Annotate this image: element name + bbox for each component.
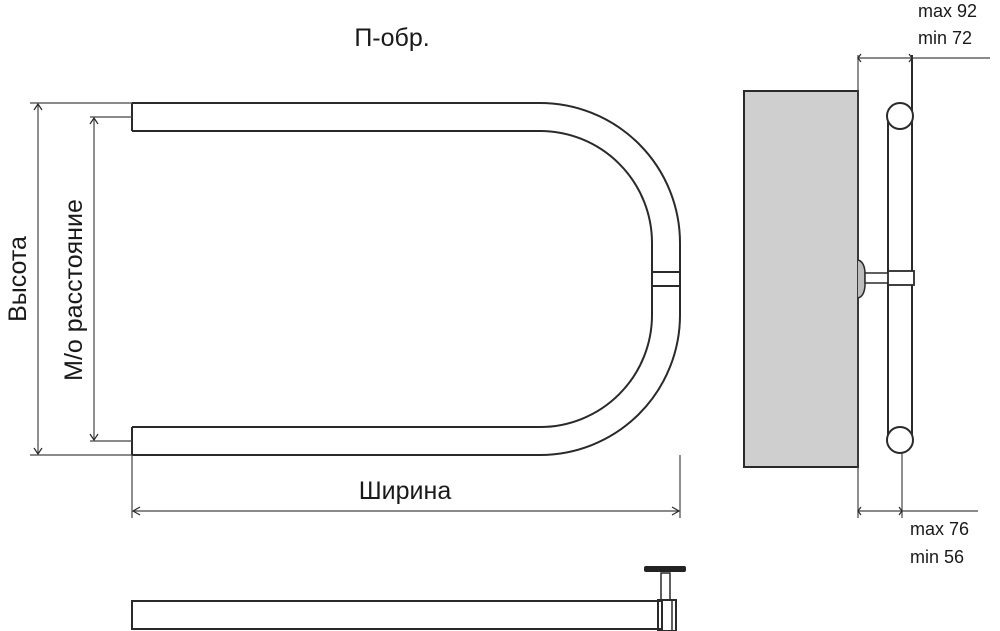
drawing-title: П-обр. <box>354 24 429 52</box>
side-top-min-label: min 72 <box>918 28 972 48</box>
height-label: Высота <box>4 236 32 322</box>
bottom-view-tube <box>131 600 663 630</box>
bottom-view <box>131 566 686 631</box>
side-bottom-tube-circle <box>886 426 914 454</box>
width-dimension <box>131 455 681 518</box>
width-label: Ширина <box>359 477 452 505</box>
bottom-view-stem <box>660 572 671 601</box>
center-distance-label: М/о расстояние <box>60 199 88 381</box>
tube-coupling <box>651 271 681 287</box>
side-bottom-max-label: max 76 <box>910 519 969 539</box>
side-top-max-label: max 92 <box>918 1 977 21</box>
side-view <box>743 53 990 518</box>
mount-stem <box>864 272 890 284</box>
wall-mount-flange <box>857 259 866 299</box>
side-top-tube-circle <box>886 102 914 130</box>
center-distance-dimension <box>89 116 132 442</box>
front-view-u-tube <box>131 102 681 456</box>
bottom-view-flange <box>644 566 686 572</box>
side-bottom-min-label: min 56 <box>910 547 964 567</box>
wall-block <box>743 90 859 468</box>
bottom-view-fitting <box>657 599 677 631</box>
mount-clamp <box>887 270 915 286</box>
height-dimension <box>30 102 132 456</box>
